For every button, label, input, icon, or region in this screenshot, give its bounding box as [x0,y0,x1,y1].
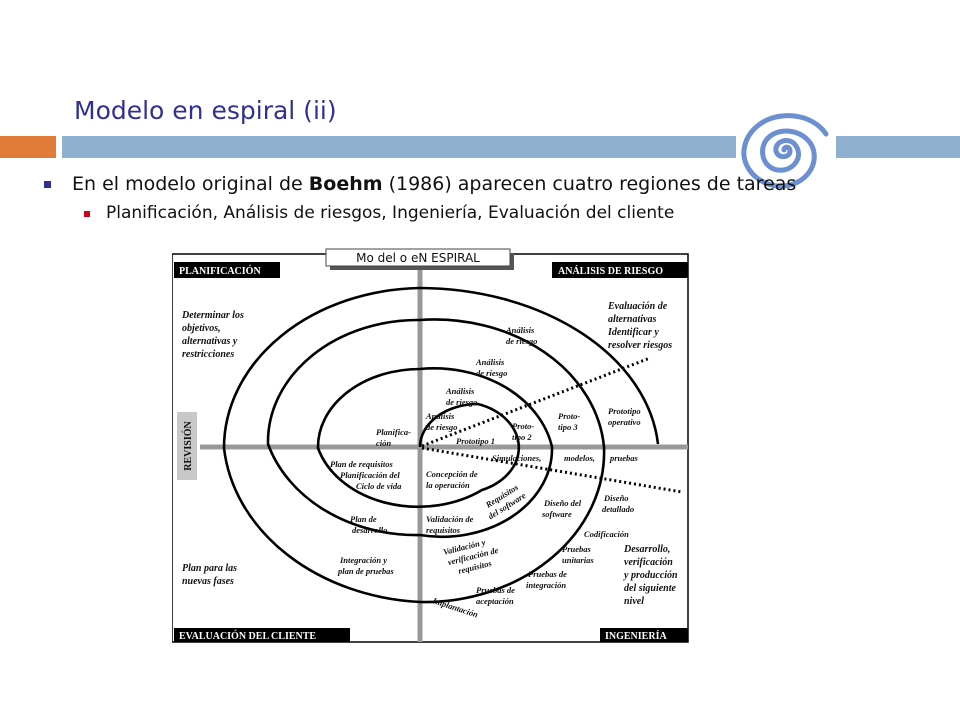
quadrant-analisis: ANÁLISIS DE RIESGO [558,265,663,277]
svg-text:Determinar los objetivos,: Determinar los objetivos, alternativas y… [181,310,246,360]
sub-bullet-marker [84,211,90,217]
bullet-marker [44,181,51,188]
svg-text:Prototipo 1: Prototipo 1 [456,436,495,446]
quadrant-evaluacion: EVALUACIÓN DEL CLIENTE [179,630,316,642]
slide-title: Modelo en espiral (ii) [74,96,337,125]
header-bar-blue-right [836,136,960,158]
svg-text:Validación derequisitos: Validación derequisitos [426,514,474,535]
bullet-boehm: En el modelo original de Boehm (1986) ap… [72,173,797,195]
svg-text:Planifica-ción: Planifica-ción [376,427,411,448]
diagram-title: Mo del o eN ESPIRAL [356,251,480,265]
svg-text:Proto-tipo 3: Proto-tipo 3 [558,411,580,432]
svg-text:Desarrollo, verificación: Desarrollo, verificación y producción de… [623,544,680,607]
quadrant-planificacion: PLANIFICACIÓN [179,265,261,277]
svg-text:pruebas: pruebas [609,453,639,463]
svg-text:Simulaciones,: Simulaciones, [492,453,541,463]
svg-text:Codificación: Codificación [584,529,629,539]
svg-text:modelos,: modelos, [564,453,595,463]
header-bar-orange [0,136,56,158]
spiral-logo-icon [741,113,829,189]
spiral-model-diagram: Mo del o eN ESPIRAL PLANIFICACIÓN ANÁLIS… [172,248,689,643]
quadrant-ingenieria: INGENIERÍA [605,630,667,642]
header-bar-blue [62,136,736,158]
svg-text:Evaluación de alternativas: Evaluación de alternativas Identificar y… [607,301,672,351]
revision-label: REVISIÓN [182,420,194,470]
svg-text:Proto-tipo 2: Proto-tipo 2 [512,421,534,442]
sub-bullet-regions: Planificación, Análisis de riesgos, Inge… [106,203,675,223]
